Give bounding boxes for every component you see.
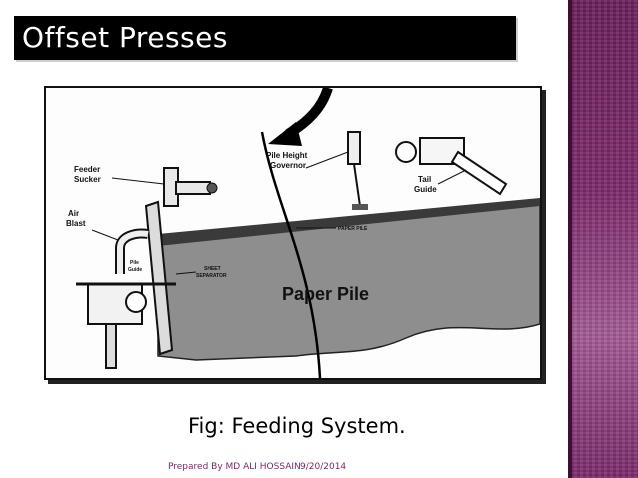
feeder-sucker-arm [175,181,211,195]
feed-direction-arrowhead [268,122,302,146]
label-air: Air [68,209,79,218]
leader-air-blast [91,229,119,241]
label-feeder: Feeder [74,165,100,174]
paper-pile-top-sheets [158,198,540,246]
label-guide: Guide [128,267,142,273]
air-blast-tube-inner [117,230,149,274]
pile-guide-plate [144,200,174,356]
leader-feeder-sucker [111,177,165,185]
pile-height-governor-rod [353,163,361,207]
pile-height-governor-foot [352,204,368,210]
label-paper-pile-small: PAPER PILE [338,226,368,232]
label-tail: Tail [418,175,431,184]
leader-sheet-separator [175,271,197,275]
label-sheet: SHEET [204,266,221,272]
label-tail-guide: Guide [414,185,437,194]
sheet-travel-curve [260,131,322,378]
lower-mechanism-wheel [125,291,147,313]
feeding-system-diagram: Feeder Sucker Air Blast Pile Guide Pile … [66,88,540,378]
footer-date: 9/20/2014 [300,462,347,472]
label-pile-height: Pile Height [266,151,308,160]
leader-tail-guide [437,169,467,185]
label-separator: SEPARATOR [196,273,227,279]
tail-guide-wheel [395,141,417,163]
label-sucker: Sucker [74,175,101,184]
feeder-sucker-knob [206,182,218,194]
title-bar: Offset Presses [14,16,516,60]
paper-pile-shape [157,199,540,361]
feeding-system-figure: Feeder Sucker Air Blast Pile Guide Pile … [44,86,542,380]
footer-author: Prepared By MD ALI HOSSAIN [168,462,301,472]
leader-pile-height-governor [305,151,349,169]
label-governor: Governor [270,161,306,170]
slide-title: Offset Presses [22,21,228,54]
decorative-side-band [568,0,638,478]
tail-guide-arm [450,150,508,196]
figure-caption: Fig: Feeding System. [188,414,406,438]
label-paper-pile: Paper Pile [282,284,369,304]
label-blast: Blast [66,219,86,228]
pile-height-governor-body [347,131,361,165]
lower-mechanism-post [105,323,117,369]
label-pile: Pile [130,260,139,266]
